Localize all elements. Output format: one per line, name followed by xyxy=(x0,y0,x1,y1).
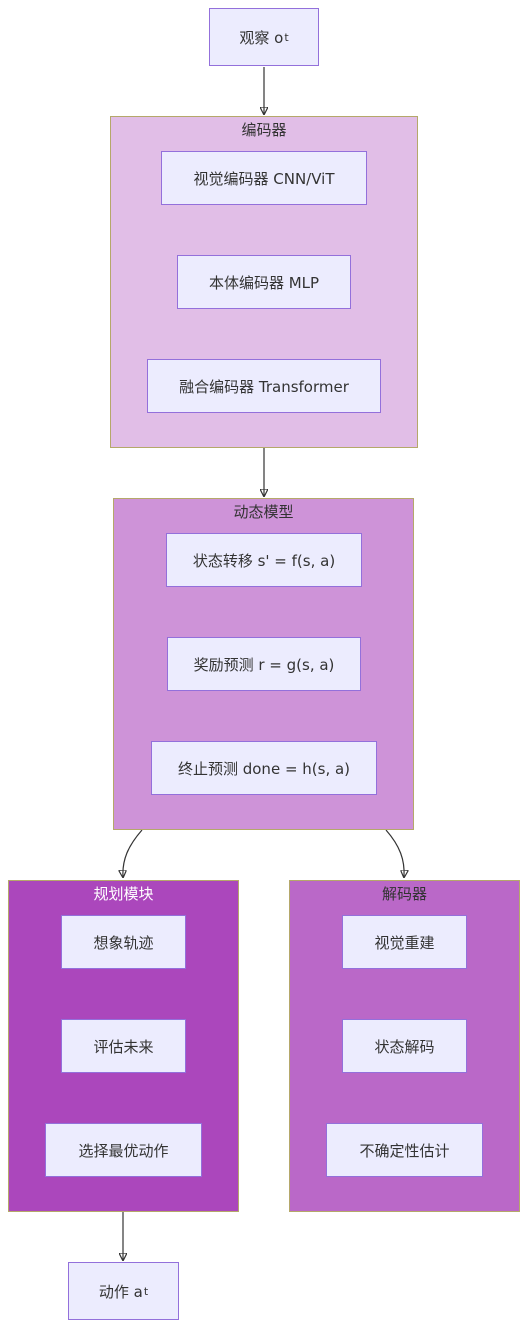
observation-subscript: t xyxy=(284,30,289,44)
reward-prediction-node[interactable]: 奖励预测 r = g(s, a) xyxy=(167,637,361,691)
proprio-encoder-node[interactable]: 本体编码器 MLP xyxy=(177,255,351,309)
state-decoding-node[interactable]: 状态解码 xyxy=(342,1019,467,1073)
edge-dynamics-to-planning xyxy=(123,829,143,877)
uncertainty-estimation-node[interactable]: 不确定性估计 xyxy=(326,1123,483,1177)
action-subscript: t xyxy=(143,1284,149,1298)
planning-title: 规划模块 xyxy=(93,885,154,903)
state-transition-node[interactable]: 状态转移 s' = f(s, a) xyxy=(166,533,362,587)
dynamics-title: 动态模型 xyxy=(233,503,294,521)
termination-prediction-node[interactable]: 终止预测 done = h(s, a) xyxy=(151,741,377,795)
imagine-trajectory-node[interactable]: 想象轨迹 xyxy=(61,915,186,969)
decoder-title: 解码器 xyxy=(381,885,427,903)
fusion-encoder-node[interactable]: 融合编码器 Transformer xyxy=(147,359,381,413)
encoder-title: 编码器 xyxy=(241,121,287,139)
select-best-action-node[interactable]: 选择最优动作 xyxy=(45,1123,202,1177)
action-label: 动作 a xyxy=(98,1282,143,1301)
evaluate-future-node[interactable]: 评估未来 xyxy=(61,1019,186,1073)
visual-reconstruction-node[interactable]: 视觉重建 xyxy=(342,915,467,969)
edge-dynamics-to-decoder xyxy=(385,829,404,877)
visual-encoder-node[interactable]: 视觉编码器 CNN/ViT xyxy=(161,151,367,205)
observation-label: 观察 o xyxy=(239,28,284,47)
